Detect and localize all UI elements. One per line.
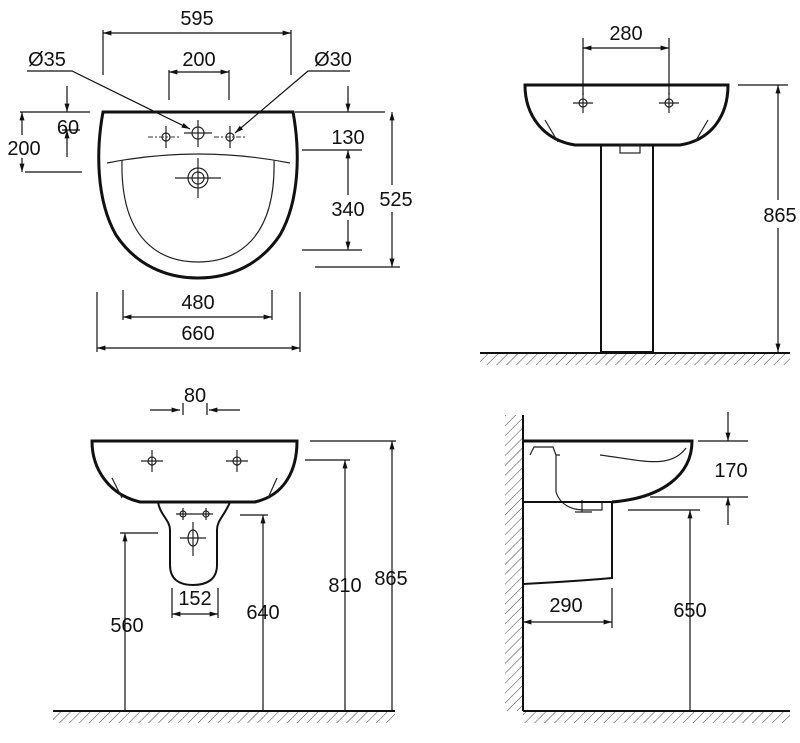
dim-595: 595 [180,8,213,30]
basin-side-outline [523,439,694,504]
basin-outline [523,83,730,147]
dim-290: 290 [549,595,582,617]
dimension-line [234,70,350,134]
fixing-holes [176,508,213,520]
dim-865: 865 [763,205,796,227]
tap-hole-right [659,93,679,113]
dim-810: 810 [328,575,361,597]
drawing-stroke [529,446,687,511]
basin-outline [90,439,299,504]
tap-hole-left [573,93,593,113]
dim-60: 60 [57,117,79,139]
dim-560: 560 [110,615,143,637]
tap-hole-right [226,450,248,472]
bowl-outline [121,159,275,263]
dim-hole-to-drain: 200 [7,138,40,160]
dim-170: 170 [714,460,747,482]
waste-hole [180,522,206,556]
semi-pedestal [157,501,231,587]
rim-curve [106,153,291,164]
drain-hole [175,158,221,198]
dim-865-semi: 865 [374,568,407,590]
tap-hole-center [184,120,212,147]
drawing-stroke [111,477,278,499]
semi-pedestal-side [522,501,613,585]
drawing-stroke [619,144,641,154]
pedestal [600,144,654,353]
dim-280: 280 [609,23,642,45]
tap-hole-left [141,450,163,472]
dim-80: 80 [184,385,206,407]
pedestal-front-view: 280 865 [480,23,797,365]
dim-tap-spacing: 200 [182,49,215,71]
drawing-stroke [480,353,790,365]
side-view: 170 290 650 [505,412,790,723]
dim-hole-diameter-35: Ø35 [28,49,66,71]
semi-pedestal-front-view: 80 152 560 640 810 865 [53,385,408,723]
dim-525: 525 [379,189,412,211]
dim-640: 640 [246,602,279,624]
dim-130: 130 [331,127,364,149]
drawing-stroke [523,711,790,723]
drawing-stroke [53,711,395,723]
tap-hole-right [214,126,246,148]
drawing-stroke [505,415,523,711]
dim-660: 660 [181,323,214,345]
tap-hole-left [148,126,180,148]
basin-outline [97,110,299,280]
dim-152: 152 [178,588,211,610]
drawing-stroke [544,119,709,143]
dim-hole-diameter-30: Ø30 [314,49,352,71]
top-view: 595 200 Ø35 Ø30 60 200 130 340 525 [7,8,413,352]
dim-650: 650 [673,600,706,622]
dim-340: 340 [331,199,364,221]
dimension-line [27,70,191,130]
dim-480: 480 [181,292,214,314]
